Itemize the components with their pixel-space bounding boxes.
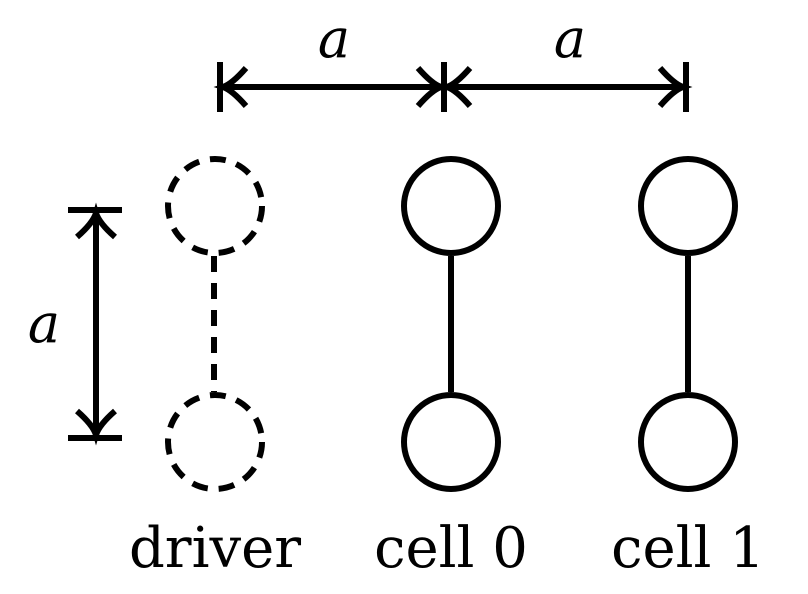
arrowhead-left xyxy=(437,66,473,108)
cell-1-top-circle xyxy=(638,156,738,256)
dimension-label-horizontal-1: a xyxy=(318,7,350,70)
cell-0-label: cell 0 xyxy=(374,516,528,581)
arrowhead-top xyxy=(75,202,117,240)
horizontal-dimension-2: a xyxy=(437,7,693,112)
vertical-dimension: a xyxy=(28,202,122,446)
arrowhead-left xyxy=(213,66,249,108)
driver-bottom-circle xyxy=(165,392,265,492)
horizontal-dimension-1: a xyxy=(213,7,451,112)
cell-0-top-circle xyxy=(401,156,501,256)
dimension-label-vertical: a xyxy=(28,292,60,355)
dimension-label-horizontal-2: a xyxy=(554,7,586,70)
arrowhead-bottom xyxy=(75,408,117,446)
cell-0-bottom-circle xyxy=(401,392,501,492)
cell-1-label: cell 1 xyxy=(611,516,765,581)
cell-0-dimer xyxy=(401,156,501,492)
driver-dimer xyxy=(165,156,265,492)
driver-label: driver xyxy=(129,516,301,581)
driver-top-circle xyxy=(165,156,265,256)
cell-1-dimer xyxy=(638,156,738,492)
arrowhead-right xyxy=(657,66,693,108)
cell-1-bottom-circle xyxy=(638,392,738,492)
